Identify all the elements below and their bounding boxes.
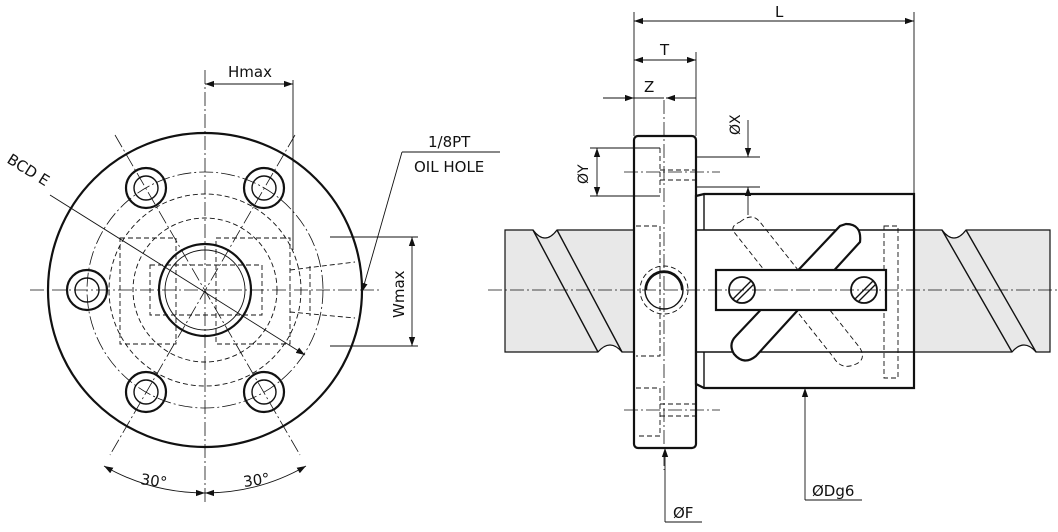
dia-f-label: ØF (673, 504, 693, 522)
flange-hidden-body (636, 225, 661, 357)
side-view: L T Z ØX ØY ØF ØDg6 (488, 3, 1058, 523)
nut-hidden-end (883, 225, 899, 379)
return-tube-hidden (732, 216, 863, 367)
return-tube-hidden-left (119, 237, 177, 345)
screw-shaft-left (504, 229, 635, 353)
bcd-leader-line (49, 194, 306, 356)
wmax-label: Wmax (390, 270, 408, 318)
angle-label-left: 30° (139, 470, 168, 492)
oil-hole-hidden (289, 261, 356, 319)
z-label: Z (644, 78, 654, 96)
oil-hole-label-line2: OIL HOLE (414, 158, 484, 176)
angle-arc-right (204, 465, 307, 497)
dia-x-label: ØX (728, 114, 744, 135)
bcd-label: BCD E (4, 150, 53, 190)
front-diag-centerline-2 (109, 134, 296, 456)
oil-hole-leader-line (361, 151, 403, 293)
flange-side (632, 134, 698, 450)
front-view: Hmax Wmax BCD E 1/8PT OIL HOLE 30° 30° (4, 63, 500, 505)
angle-label-right: 30° (242, 469, 271, 491)
front-diag-centerline-1 (114, 134, 301, 456)
angle-arc-left (103, 465, 206, 497)
flange-hidden-bolt-lower (636, 387, 696, 437)
length-label: L (775, 3, 784, 21)
dia-y-label: ØY (576, 164, 592, 184)
hmax-label: Hmax (228, 63, 272, 81)
bolt-holes (65, 166, 286, 414)
flange-t-label: T (659, 41, 670, 59)
return-tube-hidden-right (215, 237, 291, 345)
dia-dg6-label: ØDg6 (812, 482, 854, 500)
screw-shaft-right (913, 229, 1051, 353)
oil-hole-label-line1: 1/8PT (428, 133, 471, 151)
